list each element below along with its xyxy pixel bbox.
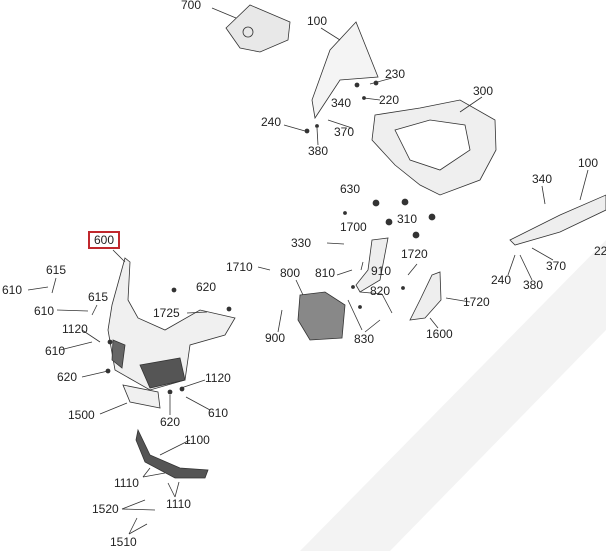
part-600-grille-left (111, 339, 126, 369)
callout-240-right[interactable]: 240 (491, 273, 512, 287)
callout-310[interactable]: 310 (397, 212, 418, 226)
callout-1720-right[interactable]: 1720 (463, 295, 490, 309)
part-700 (225, 4, 291, 53)
callout-600-highlighted[interactable]: 600 (88, 231, 121, 249)
callout-100-right[interactable]: 100 (578, 156, 599, 170)
callout-240[interactable]: 240 (261, 115, 282, 129)
watermark-band (300, 240, 606, 551)
callout-380-right[interactable]: 380 (523, 278, 544, 292)
callout-620[interactable]: 620 (196, 280, 217, 294)
callout-100[interactable]: 100 (307, 14, 328, 28)
part-300-opening (394, 119, 471, 171)
callout-910[interactable]: 910 (371, 264, 392, 278)
callout-1600[interactable]: 1600 (426, 327, 453, 341)
part-1100 (135, 428, 209, 479)
callout-1110[interactable]: 1110 (166, 497, 191, 511)
callout-340[interactable]: 340 (331, 96, 352, 110)
part-100 (311, 21, 379, 120)
callout-620[interactable]: 620 (160, 415, 181, 429)
part-1600 (409, 271, 442, 321)
callout-830[interactable]: 830 (354, 332, 375, 346)
callout-22[interactable]: 22 (594, 244, 606, 258)
part-100-right (509, 194, 606, 246)
callout-330[interactable]: 330 (291, 236, 312, 250)
callout-340-right[interactable]: 340 (532, 172, 553, 186)
callout-900[interactable]: 900 (265, 331, 286, 345)
callout-700[interactable]: 700 (181, 0, 202, 12)
callout-1520[interactable]: 1520 (92, 502, 119, 516)
callout-370-right[interactable]: 370 (546, 259, 567, 273)
callout-610[interactable]: 610 (34, 304, 55, 318)
callout-1120[interactable]: 1120 (62, 322, 88, 336)
callout-1720[interactable]: 1720 (401, 247, 428, 261)
callout-1110[interactable]: 1110 (114, 476, 139, 490)
callout-1120[interactable]: 1120 (205, 371, 231, 385)
callout-1710[interactable]: 1710 (226, 260, 253, 274)
callout-1700[interactable]: 1700 (340, 220, 367, 234)
callout-1100[interactable]: 1100 (184, 433, 210, 447)
callout-1510[interactable]: 1510 (110, 535, 137, 549)
callout-610[interactable]: 610 (45, 344, 66, 358)
callout-810[interactable]: 810 (315, 266, 336, 280)
callout-800[interactable]: 800 (280, 266, 301, 280)
callout-610[interactable]: 610 (2, 283, 23, 297)
callout-610[interactable]: 610 (208, 406, 229, 420)
callout-370[interactable]: 370 (334, 125, 355, 139)
part-600-grille (139, 357, 186, 389)
leader-lines (27, 7, 589, 535)
part-1500 (122, 384, 161, 409)
part-800 (297, 291, 346, 341)
callout-220[interactable]: 220 (379, 93, 400, 107)
callout-1500[interactable]: 1500 (68, 408, 95, 422)
callout-230[interactable]: 230 (385, 67, 406, 81)
callout-1725[interactable]: 1725 (153, 306, 180, 320)
callout-620[interactable]: 620 (57, 370, 78, 384)
callout-820[interactable]: 820 (370, 284, 391, 298)
fasteners (105, 80, 436, 395)
callout-300[interactable]: 300 (473, 84, 494, 98)
callout-630[interactable]: 630 (340, 182, 361, 196)
callout-615[interactable]: 615 (46, 263, 67, 277)
callout-380[interactable]: 380 (308, 144, 329, 158)
part-700-hole (242, 26, 254, 38)
callout-615[interactable]: 615 (88, 290, 109, 304)
